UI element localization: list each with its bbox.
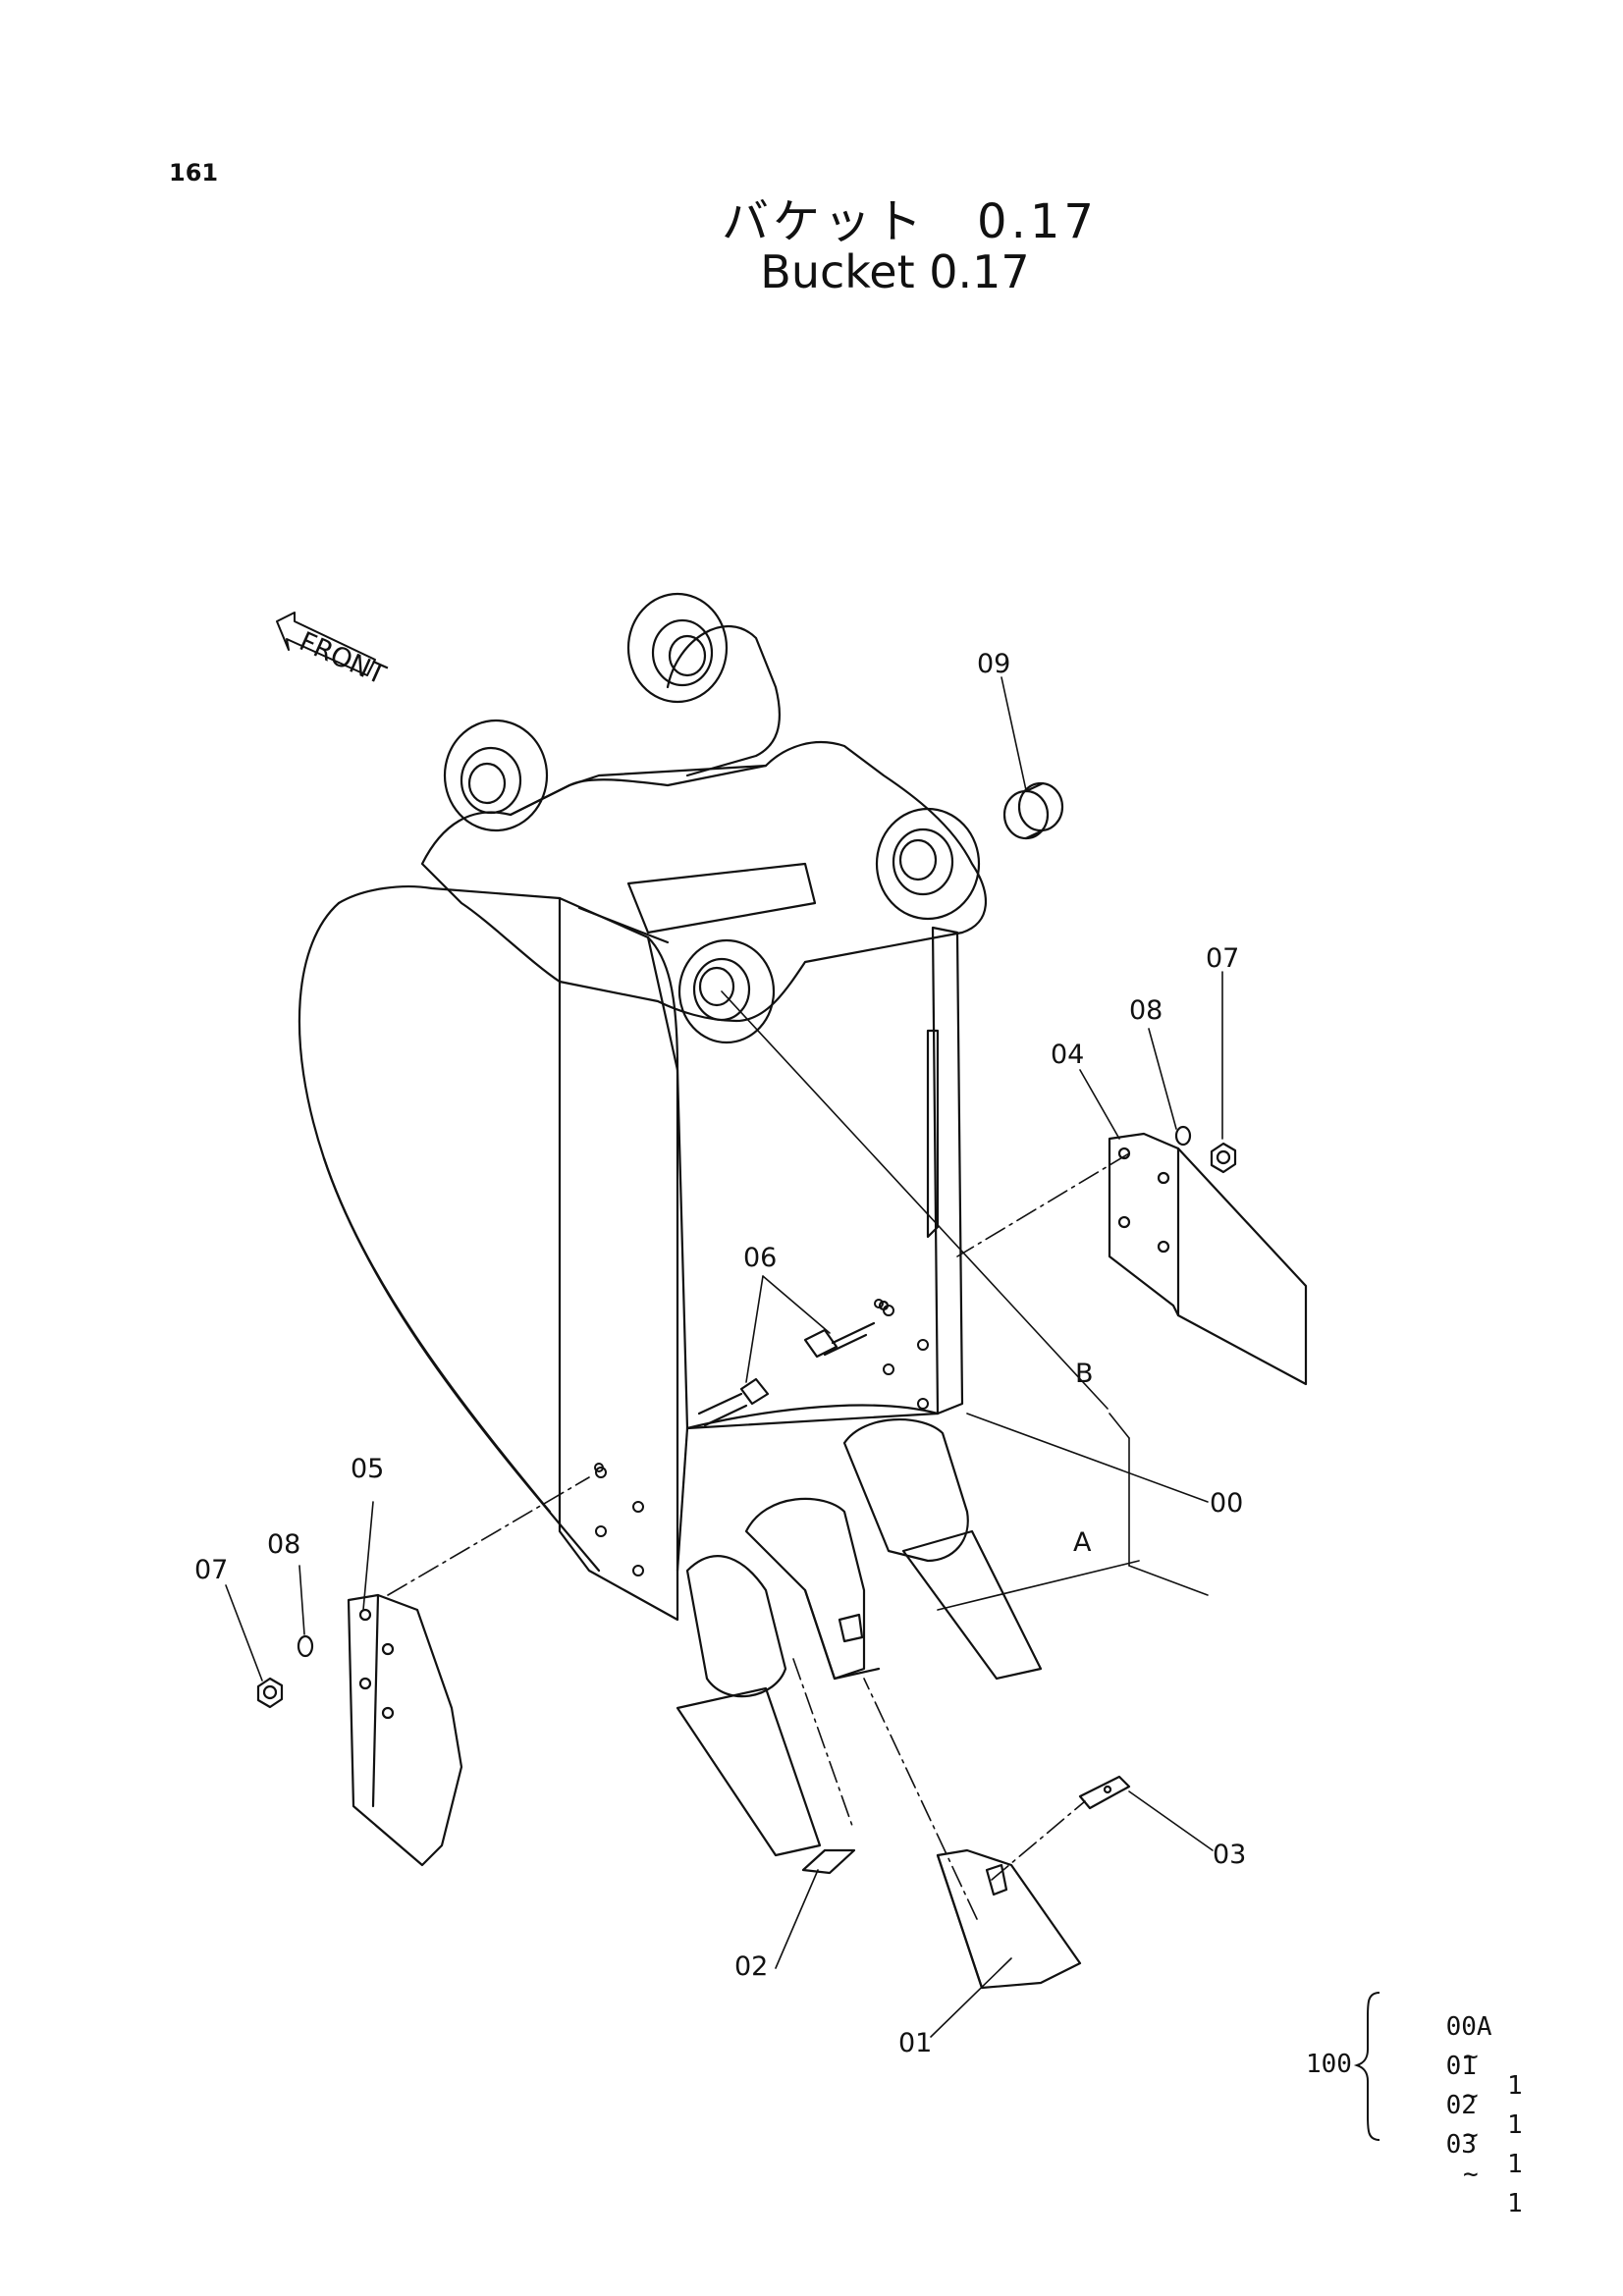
kit-row: 01 ~ 1 <box>1384 2022 1523 2169</box>
kit-part: 02 <box>1445 2091 1477 2120</box>
callout-09: 09 <box>977 649 1010 679</box>
callout-04: 04 <box>1051 1040 1084 1070</box>
side-plate-holes <box>594 1299 929 1576</box>
callout-leaders <box>225 676 1223 2038</box>
callout-a: A <box>1073 1527 1092 1558</box>
nut-07-right <box>1210 1142 1237 1174</box>
side-cutter-04 <box>1108 1132 1308 1386</box>
kit-row: 02 ~ 1 <box>1384 2061 1523 2209</box>
callout-05: 05 <box>351 1454 384 1484</box>
assembly-leader-lines <box>387 1152 1130 1920</box>
washer-08-left <box>297 1634 314 1658</box>
pin-boss-top-right <box>626 592 729 704</box>
page-number: 161 <box>169 159 219 187</box>
tooth-adapter-left <box>676 1555 822 1857</box>
kit-sep: ~ <box>1463 2081 1479 2110</box>
kit-qty: 1 <box>1507 2189 1523 2218</box>
nut-07-left <box>256 1677 284 1709</box>
pin-03 <box>1078 1775 1131 1810</box>
kit-qty: 1 <box>1507 2150 1523 2179</box>
front-arrow-icon <box>276 612 376 676</box>
callout-07-right: 07 <box>1206 943 1239 974</box>
title-english: Bucket 0.17 <box>760 245 1030 298</box>
bucket-top-bracket <box>420 625 987 1023</box>
callout-06: 06 <box>743 1243 777 1273</box>
title-japanese: バケット 0.17 <box>722 194 1098 249</box>
callout-02: 02 <box>734 1951 768 1982</box>
callout-b: B <box>1075 1359 1094 1389</box>
callout-01: 01 <box>898 2028 932 2058</box>
kit-qty: 1 <box>1507 2071 1523 2101</box>
tooth-point-01 <box>936 1848 1082 1990</box>
pin-boss-top-left <box>443 719 549 832</box>
callout-00: 00 <box>1210 1488 1243 1519</box>
lock-02 <box>801 1848 856 1875</box>
front-label: FRONT <box>295 626 390 691</box>
kit-part: 03 <box>1445 2130 1477 2160</box>
side-cutter-05 <box>347 1593 463 1867</box>
kit-part: 01 <box>1445 2052 1477 2081</box>
callout-07-left: 07 <box>194 1555 228 1585</box>
bolt-06-lower <box>697 1377 770 1427</box>
kit-brace <box>1353 1992 1380 2141</box>
kit-sep: ~ <box>1463 2042 1479 2071</box>
kit-part: 00A <box>1445 2012 1492 2042</box>
kit-sep: ~ <box>1463 2160 1479 2189</box>
pin-boss-front-left <box>677 938 776 1044</box>
right-side-plate <box>926 926 964 1415</box>
kit-row: 03 ~ 1 <box>1384 2101 1523 2248</box>
tooth-adapter-center <box>744 1497 881 1681</box>
callout-03: 03 <box>1213 1840 1246 1870</box>
kit-row: 00A ~ 1 <box>1384 1983 1523 2130</box>
left-side-plate <box>558 896 679 1622</box>
callout-08-left: 08 <box>267 1529 300 1560</box>
callout-08-right: 08 <box>1129 995 1163 1026</box>
washer-08-right <box>1174 1125 1192 1147</box>
bucket-shell <box>298 885 601 1573</box>
bushing-09 <box>1002 781 1064 840</box>
tooth-adapter-right <box>842 1418 1043 1681</box>
kit-sep: ~ <box>1463 2120 1479 2150</box>
kit-number: 100 <box>1306 2050 1352 2079</box>
kit-qty: 1 <box>1507 2110 1523 2140</box>
back-plate <box>676 1068 940 1573</box>
bolt-06-upper <box>803 1300 890 1359</box>
pin-boss-front-right <box>875 807 981 921</box>
